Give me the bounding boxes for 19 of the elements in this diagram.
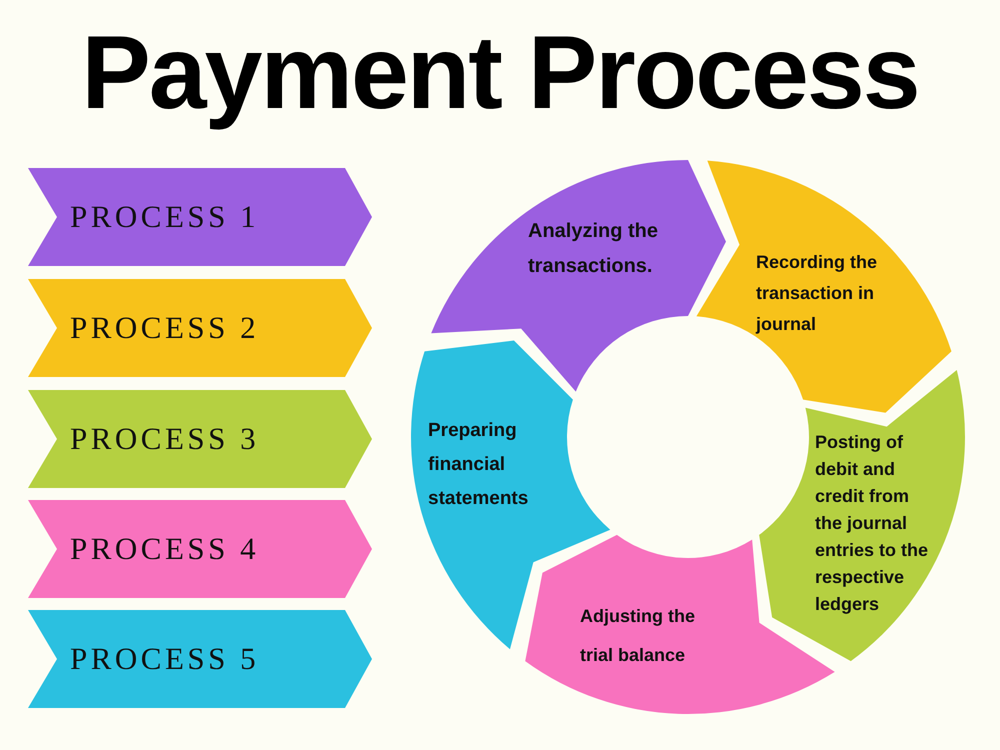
step-text: Preparing financial statements: [428, 419, 530, 511]
process-label: PROCESS 5: [70, 641, 260, 677]
step-text: Posting of debit and credit from the journal entries to the respective ledgers: [815, 431, 930, 616]
process-banner: [28, 168, 372, 266]
process-label: PROCESS 1: [70, 199, 260, 235]
process-banner: [28, 500, 372, 598]
process-banner: [28, 610, 372, 708]
step-text: Adjusting the trial balance: [580, 605, 696, 667]
process-banner: [28, 390, 372, 488]
process-label: PROCESS 3: [70, 421, 260, 457]
title: Payment Process: [80, 14, 920, 133]
step-text: Analyzing the transactions.: [528, 219, 660, 279]
process-label: PROCESS 4: [70, 531, 260, 567]
step-text: Recording the transaction in journal: [756, 251, 878, 336]
ring-segment: [431, 160, 726, 392]
ring-segment: [759, 369, 965, 662]
ring-segment: [696, 160, 952, 413]
process-label: PROCESS 2: [70, 310, 260, 346]
process-banner: [28, 279, 372, 377]
